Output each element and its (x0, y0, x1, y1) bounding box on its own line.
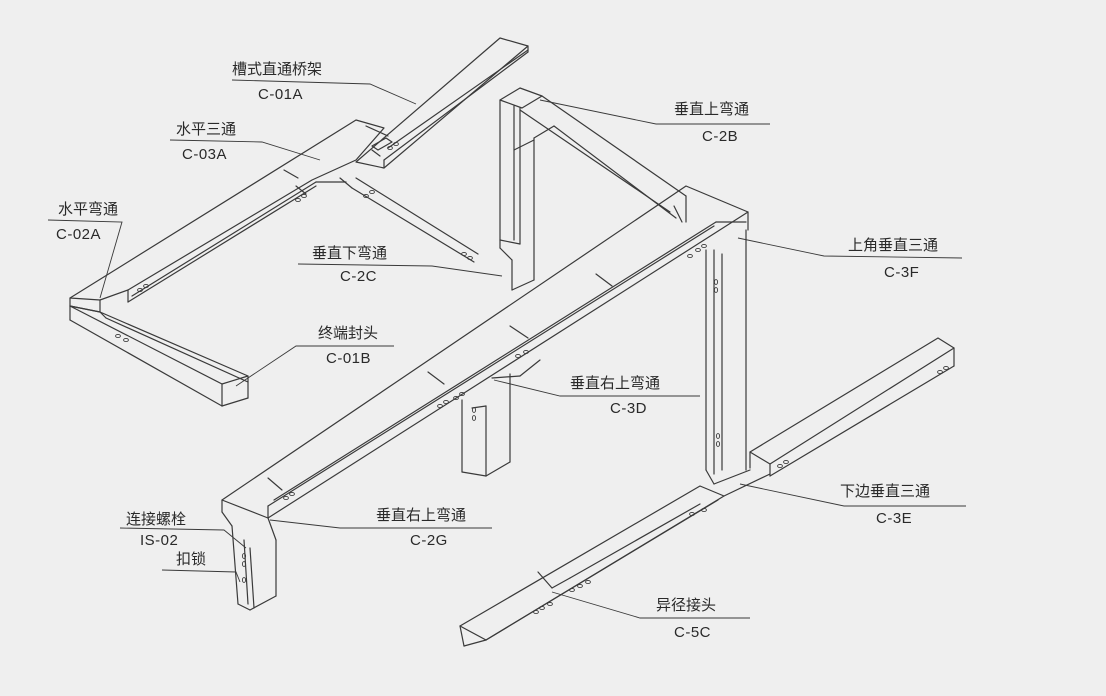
straight-tray-upper (355, 37, 529, 169)
vertical-right-up-bend-left (221, 511, 277, 611)
code-connecting-bolt: IS-02 (140, 532, 179, 549)
horizontal-tee-tray (69, 119, 479, 313)
code-vertical-down-bend: C-2C (340, 268, 378, 285)
label-reducer: 异径接头 (656, 596, 717, 614)
vertical-right-up-bend (461, 359, 541, 477)
label-vertical-right-up-bend-3d: 垂直右上弯通 (570, 374, 661, 392)
code-horizontal-tee: C-03A (182, 146, 228, 163)
label-vertical-down-bend: 垂直下弯通 (312, 244, 388, 262)
label-vertical-right-up-bend-2g: 垂直右上弯通 (376, 506, 467, 524)
code-lower-side-tee: C-3E (876, 510, 913, 527)
code-horizontal-bend: C-02A (56, 226, 102, 243)
main-straight-tray (221, 185, 749, 519)
label-horizontal-tee: 水平三通 (176, 120, 237, 138)
code-upper-corner-tee: C-3F (884, 264, 920, 281)
vertical-bend-column (499, 87, 687, 291)
code-vertical-up-bend: C-2B (702, 128, 739, 145)
label-vertical-up-bend: 垂直上弯通 (674, 100, 750, 118)
label-straight-tray: 槽式直通桥架 (232, 60, 323, 78)
label-lower-side-tee: 下边垂直三通 (840, 482, 931, 500)
label-connecting-bolt: 连接螺栓 (126, 510, 187, 528)
end-cap-tray (69, 305, 249, 407)
code-end-cap: C-01B (326, 350, 372, 367)
lower-tray-right (749, 337, 955, 477)
code-straight-tray: C-01A (258, 86, 304, 103)
label-upper-corner-tee: 上角垂直三通 (848, 236, 939, 254)
leader-lines (47, 79, 966, 619)
reducer-tray (459, 473, 771, 647)
code-reducer: C-5C (674, 624, 712, 641)
label-lock-clip: 扣锁 (176, 550, 207, 568)
vertical-post-right (705, 229, 751, 485)
code-vertical-right-up-bend-3d: C-3D (610, 400, 648, 417)
label-end-cap: 终端封头 (318, 324, 379, 342)
bolt-holes (115, 141, 949, 615)
code-vertical-right-up-bend-2g: C-2G (410, 532, 448, 549)
label-horizontal-bend: 水平弯通 (58, 200, 119, 218)
